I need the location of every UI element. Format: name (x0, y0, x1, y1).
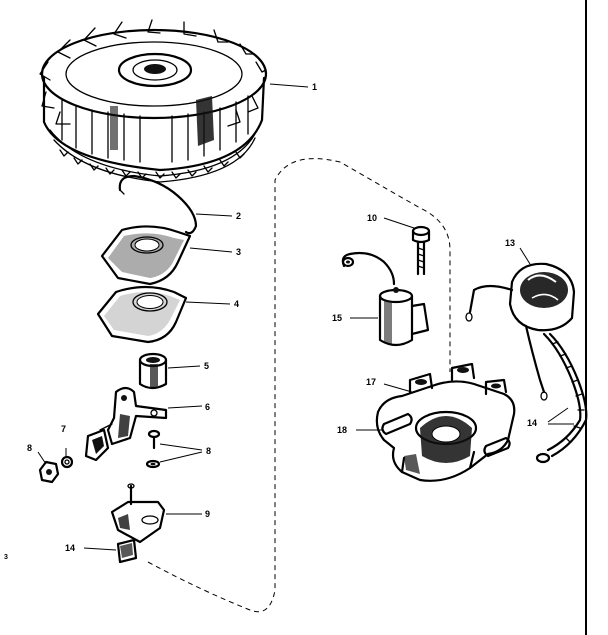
screw-part (147, 429, 161, 450)
mounting-screw-part (411, 225, 431, 276)
callout-15: 15 (332, 313, 342, 323)
spark-plug-lead-part (535, 332, 588, 464)
callout-3: 3 (236, 247, 241, 257)
bushing-part (138, 352, 168, 390)
breaker-cover-part (100, 225, 192, 286)
callout-8-right: 8 (206, 446, 211, 456)
gasket-part (96, 285, 188, 344)
callout-4: 4 (234, 299, 239, 309)
callout-7: 7 (61, 424, 66, 434)
callout-9: 9 (205, 509, 210, 519)
callout-6: 6 (205, 402, 210, 412)
callout-8-left: 8 (27, 443, 32, 453)
terminal-part (84, 423, 113, 462)
callout-13: 13 (505, 238, 515, 248)
spring-clip-part (118, 174, 198, 235)
flywheel-part (39, 19, 268, 183)
washer-part (60, 455, 74, 469)
callout-5: 5 (204, 361, 209, 371)
lock-washer-part (145, 459, 161, 469)
magneto-base-part (375, 362, 516, 482)
callout-2: 2 (236, 211, 241, 221)
callout-10: 10 (367, 213, 377, 223)
condenser-part (341, 251, 430, 347)
condenser-clip-part (116, 538, 138, 564)
callout-18: 18 (337, 425, 347, 435)
nut-part (38, 460, 60, 484)
edge-mark: 3 (4, 554, 8, 561)
ignition-coil-part (465, 262, 576, 401)
breaker-arm-part (106, 386, 168, 446)
callout-14-left: 14 (65, 543, 75, 553)
callout-14-right: 14 (527, 418, 537, 428)
assembly-boundary (147, 158, 451, 613)
breaker-base-part (110, 483, 166, 544)
callout-1: 1 (312, 82, 317, 92)
callout-17: 17 (366, 377, 376, 387)
